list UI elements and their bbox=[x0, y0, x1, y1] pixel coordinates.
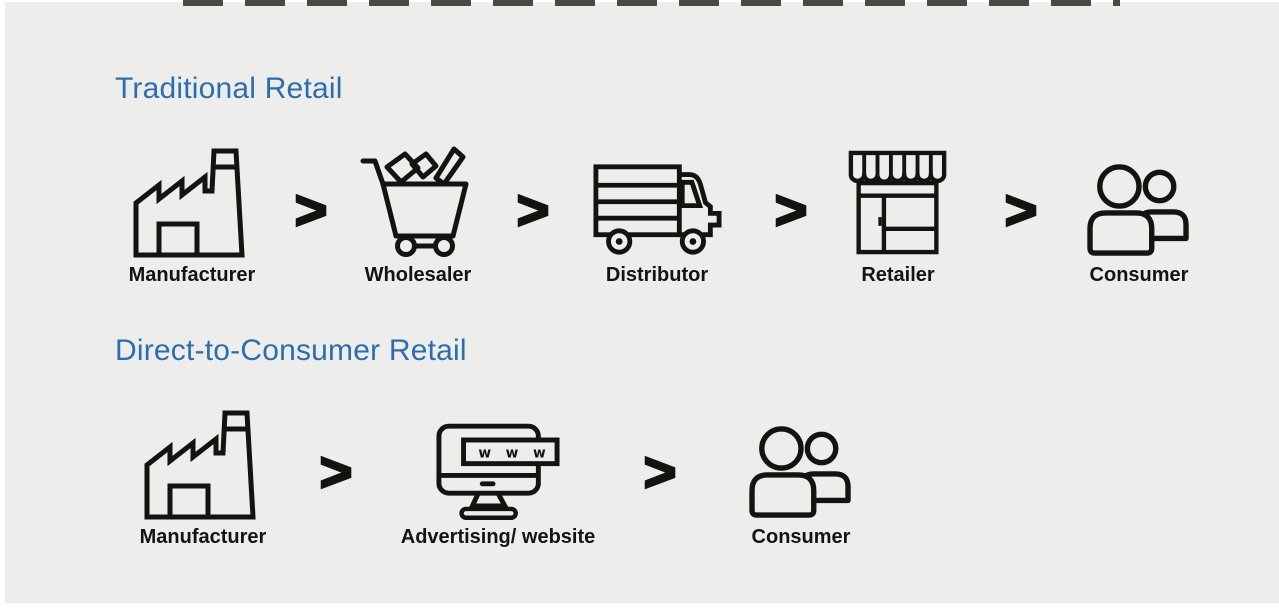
chain-item-manufacturer: Manufacturer bbox=[97, 136, 287, 287]
people-icon bbox=[1084, 136, 1194, 258]
chain-item-wholesaler: Wholesaler bbox=[323, 136, 513, 287]
item-label: Manufacturer bbox=[139, 526, 267, 548]
section-title-traditional-retail: Traditional Retail bbox=[115, 72, 343, 105]
chevron-right-icon: > bbox=[642, 440, 677, 503]
shopping-cart-icon bbox=[359, 136, 477, 258]
chain-item-consumer: Consumer bbox=[1044, 136, 1234, 287]
chain-item-consumer: Consumer bbox=[706, 398, 896, 549]
item-label: Distributor bbox=[605, 264, 709, 286]
chain-item-manufacturer: Manufacturer bbox=[108, 398, 298, 549]
factory-icon bbox=[144, 398, 262, 520]
item-label: Consumer bbox=[1089, 264, 1189, 286]
chevron-right-icon: > bbox=[515, 178, 550, 241]
delivery-truck-icon bbox=[592, 136, 723, 258]
chevron-right-icon: > bbox=[293, 178, 328, 241]
item-label: Advertising/ website bbox=[400, 526, 596, 548]
background-panel bbox=[5, 2, 1279, 603]
chain-item-distributor: Distributor bbox=[562, 136, 752, 287]
item-label: Retailer bbox=[861, 264, 935, 286]
chevron-right-icon: > bbox=[318, 440, 353, 503]
chevron-right-icon: > bbox=[1003, 178, 1038, 241]
item-label: Consumer bbox=[751, 526, 851, 548]
chevron-right-icon: > bbox=[773, 178, 808, 241]
chain-item-advertising-website: w w w Advertising/ website bbox=[388, 398, 608, 549]
computer-website-icon: w w w bbox=[435, 398, 561, 520]
factory-icon bbox=[133, 136, 251, 258]
www-text: w w w bbox=[478, 446, 550, 462]
chain-item-retailer: Retailer bbox=[803, 136, 993, 287]
cropped-text-marks bbox=[183, 0, 1120, 6]
item-label: Wholesaler bbox=[364, 264, 472, 286]
item-label: Manufacturer bbox=[128, 264, 256, 286]
section-title-direct-to-consumer-retail: Direct-to-Consumer Retail bbox=[115, 334, 467, 367]
people-icon bbox=[746, 398, 856, 520]
storefront-icon bbox=[847, 136, 949, 258]
